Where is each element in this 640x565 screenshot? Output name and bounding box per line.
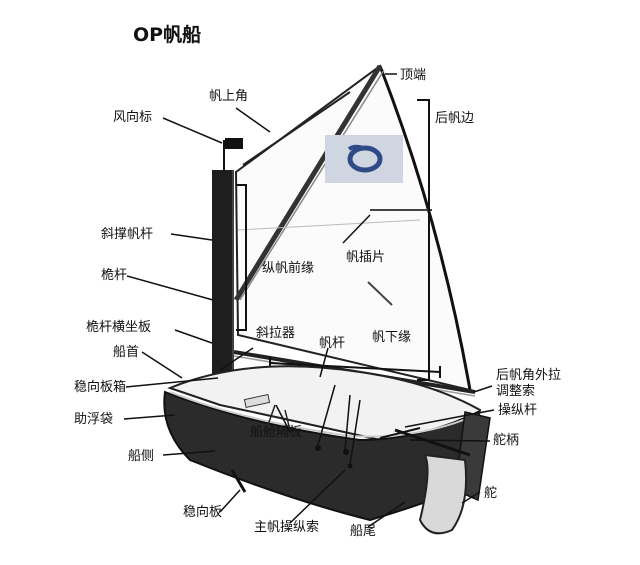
rudder-blade — [418, 453, 468, 535]
label-bow: 船首 — [113, 345, 140, 360]
batten-lower — [367, 281, 393, 306]
centerboard-blade — [230, 469, 247, 493]
label-mast-thwart: 桅杆横坐板 — [86, 320, 152, 335]
label-outhaul-1: 后帆角外拉 — [496, 368, 562, 383]
sail-leech — [378, 65, 472, 391]
label-centerboard-case: 稳向板箱 — [74, 380, 127, 395]
label-luff: 纵帆前缘 — [262, 261, 315, 276]
diagram-title: OP帆船 — [133, 24, 202, 46]
label-rudder: 舵 — [484, 486, 498, 501]
label-peak: 顶端 — [400, 68, 427, 83]
label-leech: 后帆边 — [435, 111, 475, 126]
label-sprit: 斜撑帆杆 — [101, 227, 154, 242]
label-centerboard: 稳向板 — [183, 505, 223, 520]
label-batten: 帆插片 — [346, 250, 386, 265]
label-outhaul-2: 调整索 — [496, 384, 536, 399]
label-mainsheet: 主帆操纵索 — [254, 520, 320, 535]
label-head-corner: 帆上角 — [209, 89, 249, 104]
mainsheet-lines — [317, 384, 361, 466]
label-mast: 桅杆 — [101, 268, 128, 283]
label-boom: 帆杆 — [319, 336, 346, 351]
flag-icon — [225, 138, 243, 149]
tiller-bar — [394, 428, 471, 457]
label-foot: 帆下缘 — [372, 330, 412, 345]
mast-pole — [212, 170, 234, 395]
class-logo — [325, 135, 403, 183]
label-buoyancy-bag: 助浮袋 — [74, 412, 114, 427]
label-stern: 船尾 — [350, 524, 377, 539]
label-wind-vane: 风向标 — [113, 110, 153, 125]
label-hull-side: 船侧 — [128, 449, 155, 464]
label-sprit-halyard: 斜拉器 — [256, 326, 296, 341]
label-tiller: 舵柄 — [493, 433, 520, 448]
label-bulkhead: 船舱隔板 — [250, 425, 303, 440]
sprit-pole — [233, 64, 383, 302]
class-logo-icon — [347, 144, 383, 173]
label-tiller-extension: 操纵杆 — [498, 403, 538, 418]
